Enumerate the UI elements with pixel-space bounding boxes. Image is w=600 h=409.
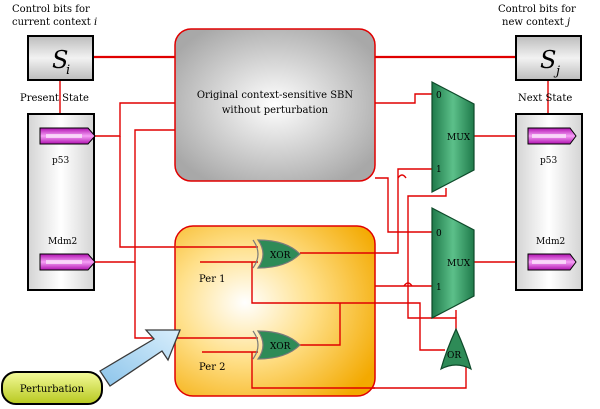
xor2-label: XOR (270, 342, 291, 352)
mux2-label: MUX (447, 259, 471, 269)
or-gate: OR (440, 327, 472, 371)
next-mdm2-label: Mdm2 (536, 237, 565, 247)
sbn-block: Original context-sensitive SBN without p… (174, 28, 376, 182)
per1-label: Per 1 (199, 274, 226, 285)
perturbation-arrow (99, 329, 181, 387)
or-label: OR (447, 351, 461, 361)
xor-gate-1: XOR (252, 239, 301, 269)
present-state-title: Present State (20, 93, 89, 104)
mux1-input1: 1 (436, 165, 442, 175)
new-context-box: S j (515, 35, 582, 81)
next-p53-label: p53 (540, 156, 557, 166)
perturbation-wires (176, 246, 375, 389)
perturbation-block: Per 1 Per 2 (174, 225, 376, 397)
mux1-input0: 0 (436, 91, 442, 101)
left-caption-line1: Control bits for (12, 4, 90, 15)
mux-1: 0 MUX 1 (431, 81, 475, 193)
next-mdm2-register: Mdm2 (527, 237, 577, 271)
per2-label: Per 2 (199, 362, 226, 373)
present-mdm2-register: Mdm2 (39, 237, 96, 271)
mux-2: 0 MUX 1 (431, 207, 475, 319)
mux2-input0: 0 (436, 229, 442, 239)
new-context-symbol: S (540, 46, 556, 74)
xor1-label: XOR (270, 251, 291, 261)
sbn-title-line2: without perturbation (222, 105, 329, 116)
new-context-subscript: j (553, 64, 560, 79)
present-p53-label: p53 (52, 156, 69, 166)
present-mdm2-label: Mdm2 (48, 237, 77, 247)
mux1-label: MUX (447, 133, 471, 143)
right-caption-line1: Control bits for (498, 4, 576, 15)
perturbation-button[interactable]: Perturbation (1, 371, 103, 405)
next-state-title: Next State (518, 93, 572, 104)
xor-gate-2: XOR (252, 330, 301, 360)
next-p53-register: p53 (527, 127, 577, 166)
mux2-input1: 1 (436, 283, 442, 293)
present-p53-register: p53 (39, 127, 96, 166)
right-caption-line2: new context j (502, 17, 570, 28)
current-context-subscript: i (66, 63, 70, 78)
perturbation-button-label: Perturbation (20, 384, 85, 395)
current-context-symbol: S (52, 46, 68, 74)
left-caption-line2: current context i (12, 17, 97, 28)
current-context-box: S i (27, 35, 94, 81)
sbn-title-line1: Original context-sensitive SBN (197, 90, 354, 101)
